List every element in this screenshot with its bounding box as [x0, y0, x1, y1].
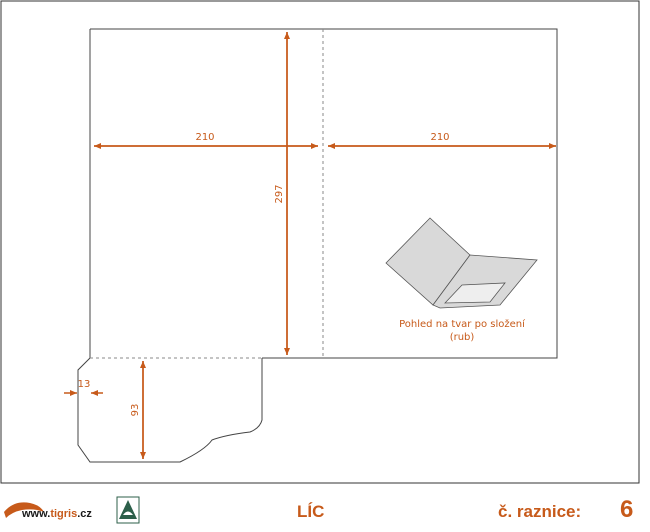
- folder-outline: [77, 28, 558, 463]
- fold-lines: [90, 29, 324, 359]
- die-number-label: č. raznice:: [498, 502, 582, 521]
- folded-preview-icon: [385, 217, 538, 309]
- height-label: 297: [274, 184, 285, 203]
- width-left-label: 210: [195, 132, 214, 143]
- logo-accent: tigris: [50, 508, 78, 520]
- tab-height-label: 93: [130, 404, 141, 417]
- sheet-border: [0, 0, 640, 484]
- preview-caption-line1: Pohled na tvar po složení: [399, 318, 526, 330]
- side-title: LÍC: [297, 502, 325, 521]
- logo-prefix: www.: [22, 508, 51, 520]
- website-link[interactable]: www.tigris.cz: [22, 508, 92, 520]
- tigris-logo-icon: [4, 502, 44, 518]
- logo-suffix: .cz: [77, 508, 92, 520]
- width-right-label: 210: [430, 132, 449, 143]
- preview-caption-line2: (rub): [450, 332, 475, 343]
- tab-width-label: 13: [78, 379, 91, 390]
- die-number-value: 6: [620, 496, 634, 523]
- partner-logo-icon: [116, 496, 140, 524]
